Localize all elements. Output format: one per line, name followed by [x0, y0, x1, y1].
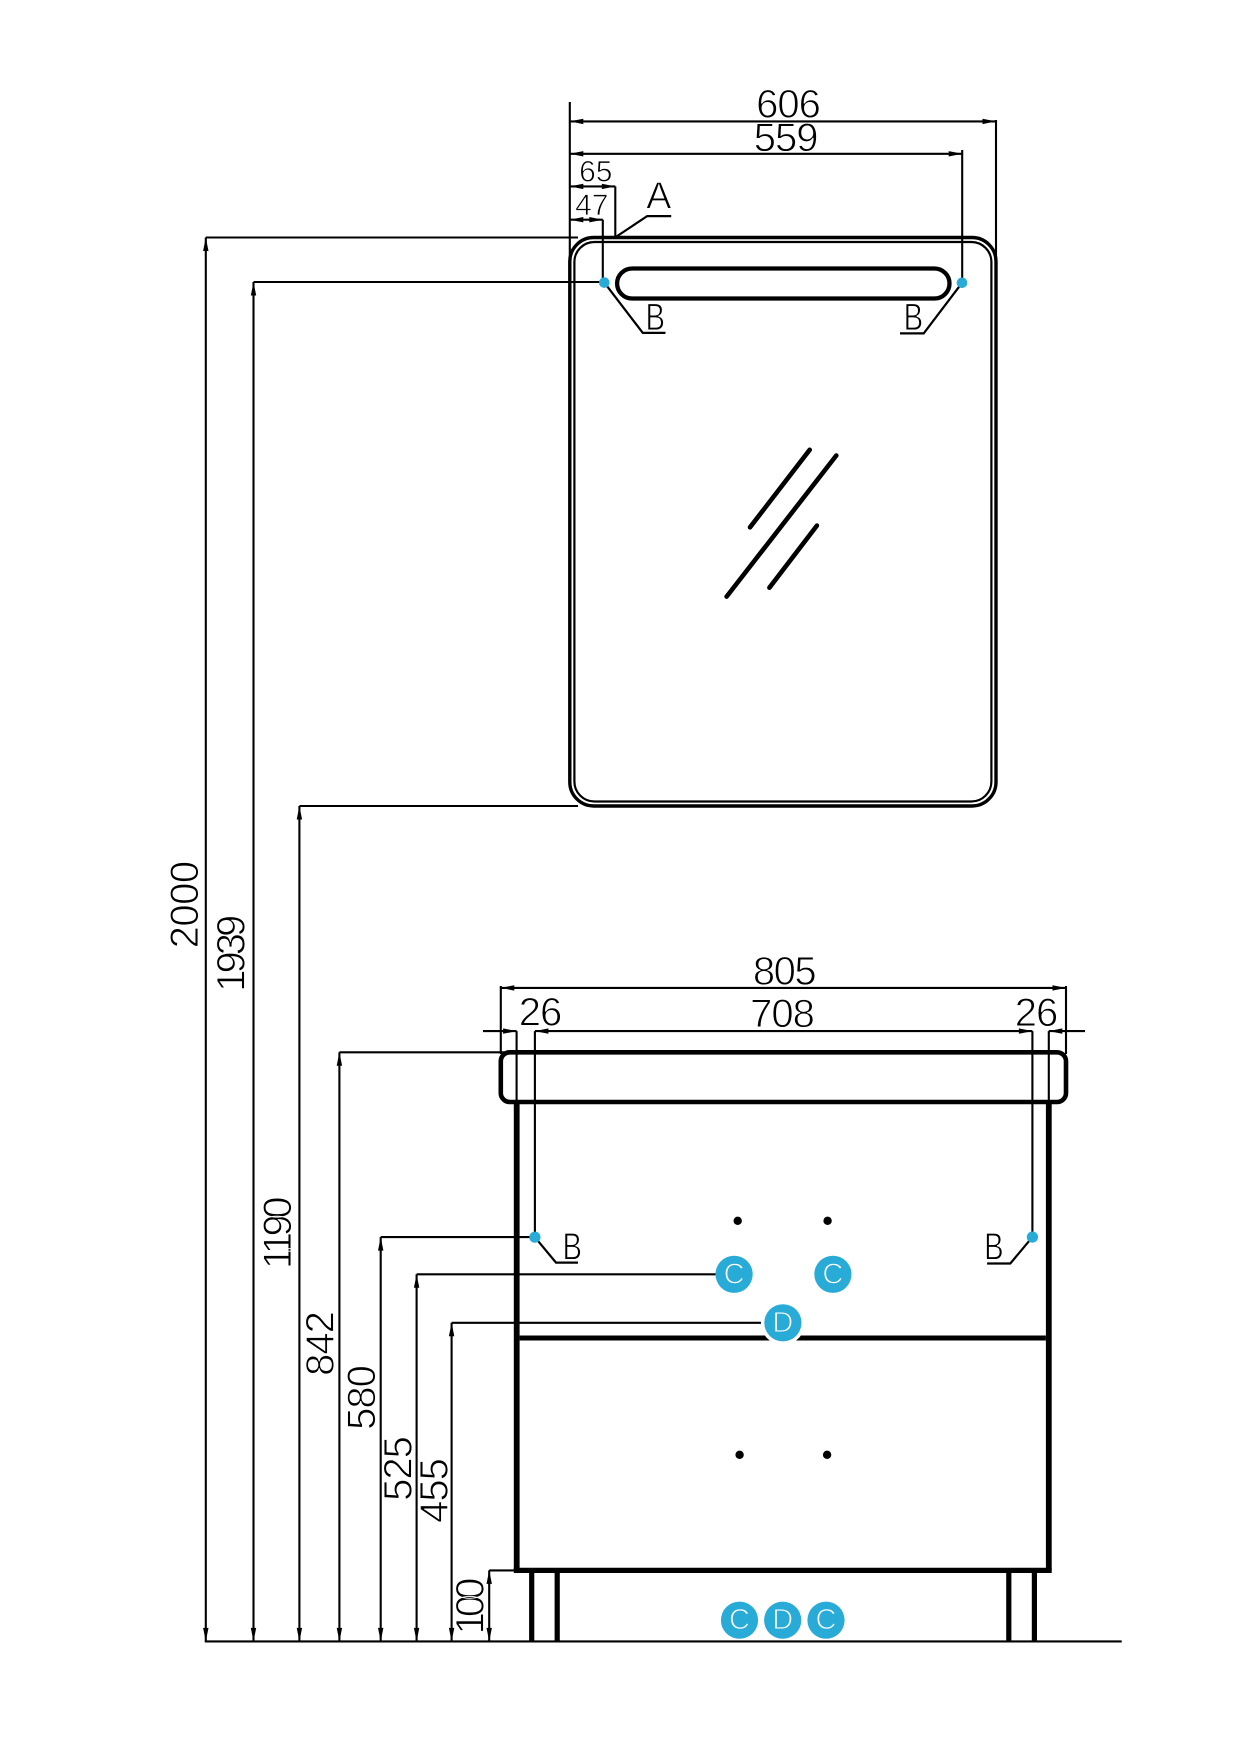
- callout-a-letter: A: [646, 176, 672, 218]
- callout-circle-floor-mid: [764, 1601, 802, 1639]
- mirror-glass-shine: [724, 447, 839, 599]
- mirror-inner-frame: [573, 240, 993, 803]
- dimension-labels: 606 559 65 47 805 26 708 26 2000 1939 11…: [163, 82, 1059, 1635]
- label-708: 708: [750, 992, 814, 1036]
- label-580: 580: [340, 1366, 384, 1430]
- label-47: 47: [575, 189, 608, 222]
- callout-circle-letters: C C D C D C: [723, 1258, 844, 1637]
- callout-circle-floor-left: [720, 1601, 759, 1639]
- shine-line-3: [767, 523, 820, 591]
- mount-dot-cabinet-left: [529, 1231, 541, 1243]
- letter-c-handle-right: C: [822, 1258, 843, 1290]
- mount-dot-mirror-left: [599, 277, 610, 288]
- handle-hole-top-right: [823, 1216, 832, 1226]
- letter-c-floor-right: C: [816, 1604, 837, 1636]
- handle-hole-bottom-right: [822, 1450, 832, 1460]
- leader-b-cabinet-left: [534, 1236, 578, 1264]
- leader-b-mirror-right: [900, 282, 963, 335]
- mount-dot-mirror-right: [956, 277, 968, 289]
- callout-b-cabinet-right: B: [984, 1227, 1004, 1269]
- handle-hole-top-left: [733, 1216, 742, 1226]
- mirror-light: [614, 266, 952, 301]
- label-1190: 1190: [256, 1198, 300, 1269]
- letter-c-floor-left: C: [729, 1604, 750, 1636]
- callout-circle-floor-right: [807, 1601, 845, 1639]
- cabinet-body: [513, 1102, 1052, 1642]
- letter-c-handle-left: C: [724, 1258, 745, 1290]
- shine-line-1: [747, 447, 813, 530]
- callout-leaders: [534, 215, 1034, 1265]
- label-26-left: 26: [519, 991, 562, 1035]
- label-65: 65: [579, 156, 612, 189]
- label-455: 455: [413, 1459, 457, 1523]
- callout-circles: [715, 1255, 852, 1639]
- height-dimension-lines: [204, 236, 1122, 1643]
- label-805: 805: [753, 950, 815, 994]
- letter-d-divider: D: [772, 1307, 793, 1339]
- label-842: 842: [299, 1312, 343, 1376]
- label-100: 100: [449, 1579, 493, 1634]
- label-26-right: 26: [1015, 991, 1058, 1035]
- label-606: 606: [756, 83, 820, 127]
- callout-circle-handle-left: [715, 1255, 753, 1293]
- callout-b-cabinet-left: B: [562, 1227, 582, 1269]
- label-1939: 1939: [210, 916, 254, 992]
- callout-circle-divider: [764, 1304, 802, 1342]
- callout-circle-handle-right: [814, 1255, 852, 1293]
- callout-b-mirror-left: B: [646, 297, 666, 339]
- countertop-outline: [498, 1050, 1069, 1105]
- mount-point-dots: [529, 277, 1038, 1243]
- label-2000: 2000: [163, 861, 207, 948]
- handle-hole-bottom-left: [735, 1450, 744, 1460]
- leader-a: [615, 215, 672, 238]
- mount-dot-cabinet-right: [1026, 1231, 1038, 1243]
- label-525: 525: [377, 1437, 421, 1501]
- callout-b-mirror-right: B: [904, 297, 924, 339]
- shine-line-2: [724, 453, 839, 599]
- leader-b-cabinet-right: [987, 1236, 1034, 1265]
- cabinet-extension-lines: [499, 986, 1068, 1238]
- leader-b-mirror-left: [603, 281, 666, 334]
- drawer-handle-holes: [733, 1216, 832, 1460]
- label-559: 559: [754, 116, 818, 160]
- letter-d-floor-mid: D: [772, 1604, 793, 1636]
- callout-letters: A B B B B: [562, 175, 1004, 1269]
